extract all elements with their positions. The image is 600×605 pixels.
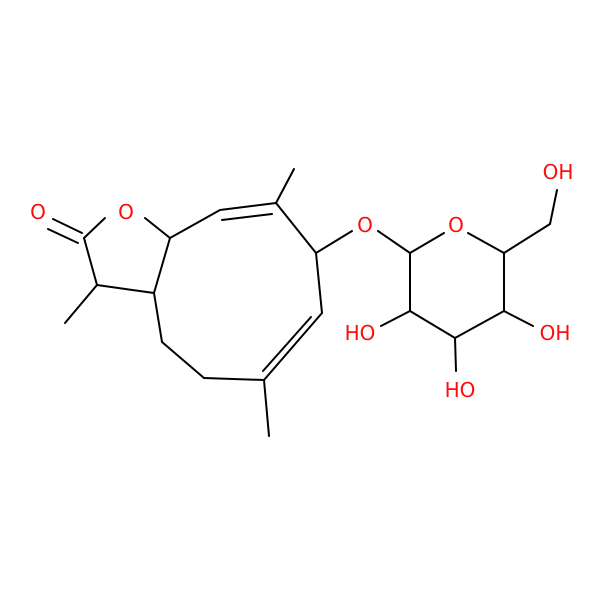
bond-c6-c5-b <box>262 316 312 372</box>
bond-c2p-oh <box>380 310 411 327</box>
hydroxyl-c2-label: HO <box>345 321 376 345</box>
atom-labels: O O O O OH HO HO OH <box>30 160 573 402</box>
bond-c9a-c9 <box>169 209 221 239</box>
bond-c7-oether <box>315 230 353 254</box>
bond-c3a-c9a <box>153 237 171 294</box>
hydroxyl-c3-label: HO <box>445 378 476 402</box>
bond-c3p-c2p <box>409 310 456 339</box>
bond-co-2 <box>47 228 79 244</box>
hydroxyl-c4-label: OH <box>540 321 571 345</box>
bonds <box>47 168 558 437</box>
bond-c4p-c3p <box>454 310 505 339</box>
bond-c1p-oring <box>409 232 445 254</box>
ring-oxygen-label: O <box>448 213 464 237</box>
lactone-oxygen-label: O <box>118 200 134 224</box>
bond-co-1 <box>52 218 83 234</box>
bond-c5-c4 <box>203 377 265 381</box>
bond-c2-o1 <box>83 217 106 239</box>
bond-c4-c3b <box>161 341 205 379</box>
bond-c2-c3 <box>83 237 98 286</box>
bond-oether-c1p <box>377 230 411 254</box>
bond-c3-c3a <box>96 284 155 294</box>
bond-c9-c8-a <box>219 202 277 211</box>
bond-c6-c5-a <box>263 312 323 381</box>
bond-c4p-oh <box>503 310 534 327</box>
ether-oxygen-label: O <box>357 213 373 237</box>
bond-c5p-ch2 <box>503 223 551 254</box>
carbonyl-oxygen-label: O <box>30 200 46 224</box>
bond-ch2-oh <box>549 189 558 225</box>
bond-c5-me <box>263 379 270 437</box>
bond-c3p-oh <box>454 337 457 372</box>
bond-oring-c5p <box>467 232 505 254</box>
bond-c3b-c3a <box>153 292 163 343</box>
bond-o1-c9a <box>144 217 171 239</box>
bond-c9-c8-b <box>221 213 273 221</box>
bond-c7-c6 <box>315 252 323 314</box>
bond-c8-me <box>275 168 295 204</box>
bond-c8-c7 <box>275 202 317 254</box>
bond-c3-me <box>64 284 98 324</box>
hydroxyl-ch2-label: OH <box>543 160 574 184</box>
